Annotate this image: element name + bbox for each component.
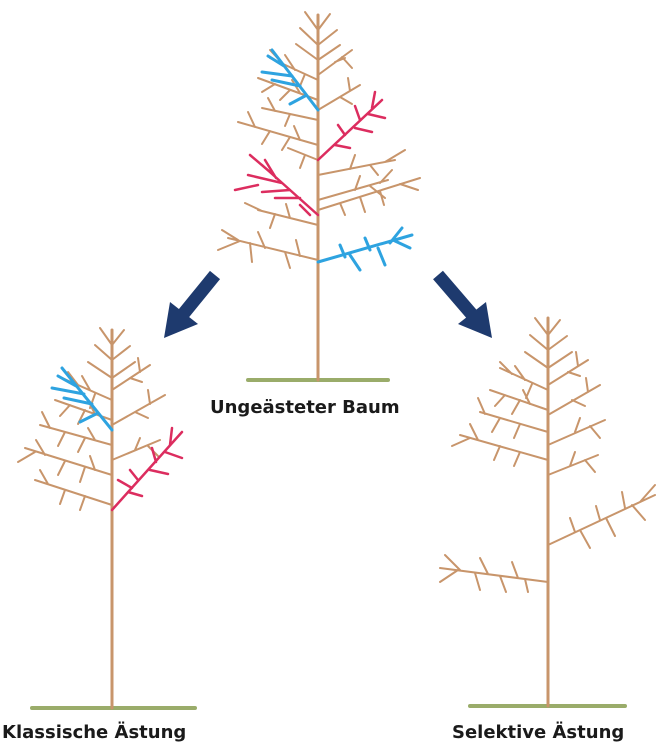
blue-branch-upper-left — [260, 48, 320, 112]
classic-pruned-tree — [17, 327, 197, 710]
crown-branches — [439, 317, 656, 593]
selective-pruned-tree — [439, 316, 656, 708]
crown-branches — [17, 327, 166, 511]
caption-unpruned-tree: Ungeästeter Baum — [210, 397, 400, 418]
caption-selective-pruning: Selektive Ästung — [452, 722, 625, 743]
blue-branch — [50, 366, 114, 432]
blue-branch-lower-right — [316, 226, 414, 272]
unpruned-tree — [217, 11, 421, 382]
red-branch-left — [233, 153, 320, 217]
red-branch-right — [316, 90, 387, 162]
arrow-down-right-icon — [433, 270, 492, 338]
crown-branches — [217, 11, 421, 269]
red-branch — [110, 426, 184, 512]
arrow-down-left-icon — [164, 270, 221, 338]
caption-classic-pruning: Klassische Ästung — [2, 722, 187, 743]
